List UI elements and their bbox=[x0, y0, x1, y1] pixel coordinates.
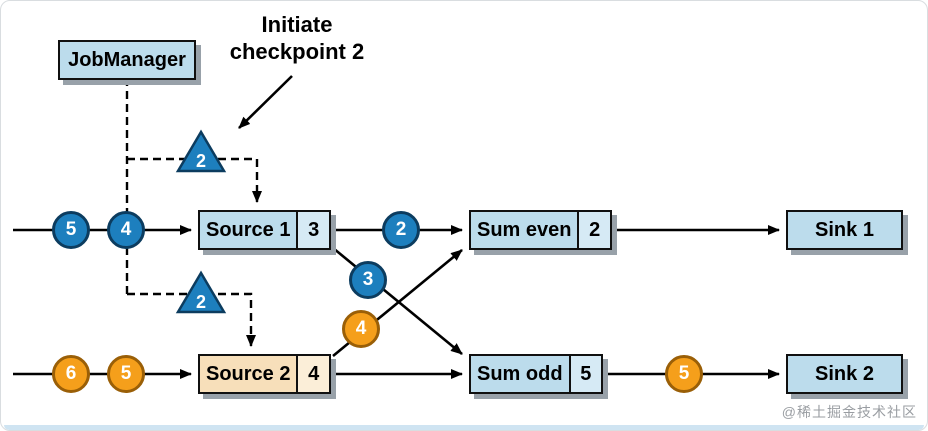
checkpoint-barrier-triangle-bottom bbox=[175, 270, 227, 314]
bottom-edge-decoration bbox=[4, 425, 924, 430]
record-orange-5: 5 bbox=[107, 355, 145, 393]
source2-label: Source 2 bbox=[206, 362, 291, 385]
jobmanager-label: JobManager bbox=[68, 48, 186, 71]
sum-even-node: Sum even 2 bbox=[469, 210, 612, 250]
checkpoint-barrier-bottom-label: 2 bbox=[196, 292, 206, 312]
record-blue-4: 4 bbox=[107, 211, 145, 249]
record-blue-5: 5 bbox=[52, 211, 90, 249]
sink2-label: Sink 2 bbox=[815, 362, 874, 385]
sum-odd-label: Sum odd bbox=[477, 362, 563, 385]
sink2-node: Sink 2 bbox=[786, 354, 903, 394]
checkpoint-barrier-top-label: 2 bbox=[196, 151, 206, 171]
sum-odd-state-cell: 5 bbox=[568, 356, 601, 392]
dashed-barrier-to-source1 bbox=[127, 157, 262, 203]
source1-node: Source 1 3 bbox=[198, 210, 331, 250]
annotation-arrow bbox=[238, 75, 293, 129]
record-blue-3: 3 bbox=[349, 261, 387, 299]
initiate-checkpoint-note-line1: Initiate bbox=[261, 12, 333, 37]
initiate-checkpoint-note: Initiate checkpoint 2 bbox=[207, 11, 387, 65]
initiate-checkpoint-note-line2: checkpoint 2 bbox=[229, 39, 365, 64]
sink1-label: Sink 1 bbox=[815, 218, 874, 241]
record-blue-2: 2 bbox=[382, 211, 420, 249]
dashed-barrier-to-source2 bbox=[127, 292, 256, 347]
source1-label: Source 1 bbox=[206, 218, 291, 241]
jobmanager-box: JobManager bbox=[58, 40, 196, 80]
sum-odd-node: Sum odd 5 bbox=[469, 354, 603, 394]
sum-even-label: Sum even bbox=[477, 218, 572, 241]
sink1-node: Sink 1 bbox=[786, 210, 903, 250]
record-orange-4: 4 bbox=[342, 310, 380, 348]
watermark: @稀土掘金技术社区 bbox=[781, 404, 917, 420]
record-orange-6: 6 bbox=[52, 355, 90, 393]
source2-node: Source 2 4 bbox=[198, 354, 331, 394]
source2-offset-cell: 4 bbox=[296, 356, 329, 392]
sum-even-state-cell: 2 bbox=[577, 212, 610, 248]
record-orange-5-output: 5 bbox=[665, 355, 703, 393]
source1-offset-cell: 3 bbox=[296, 212, 329, 248]
checkpoint-barrier-triangle-top bbox=[175, 129, 227, 173]
